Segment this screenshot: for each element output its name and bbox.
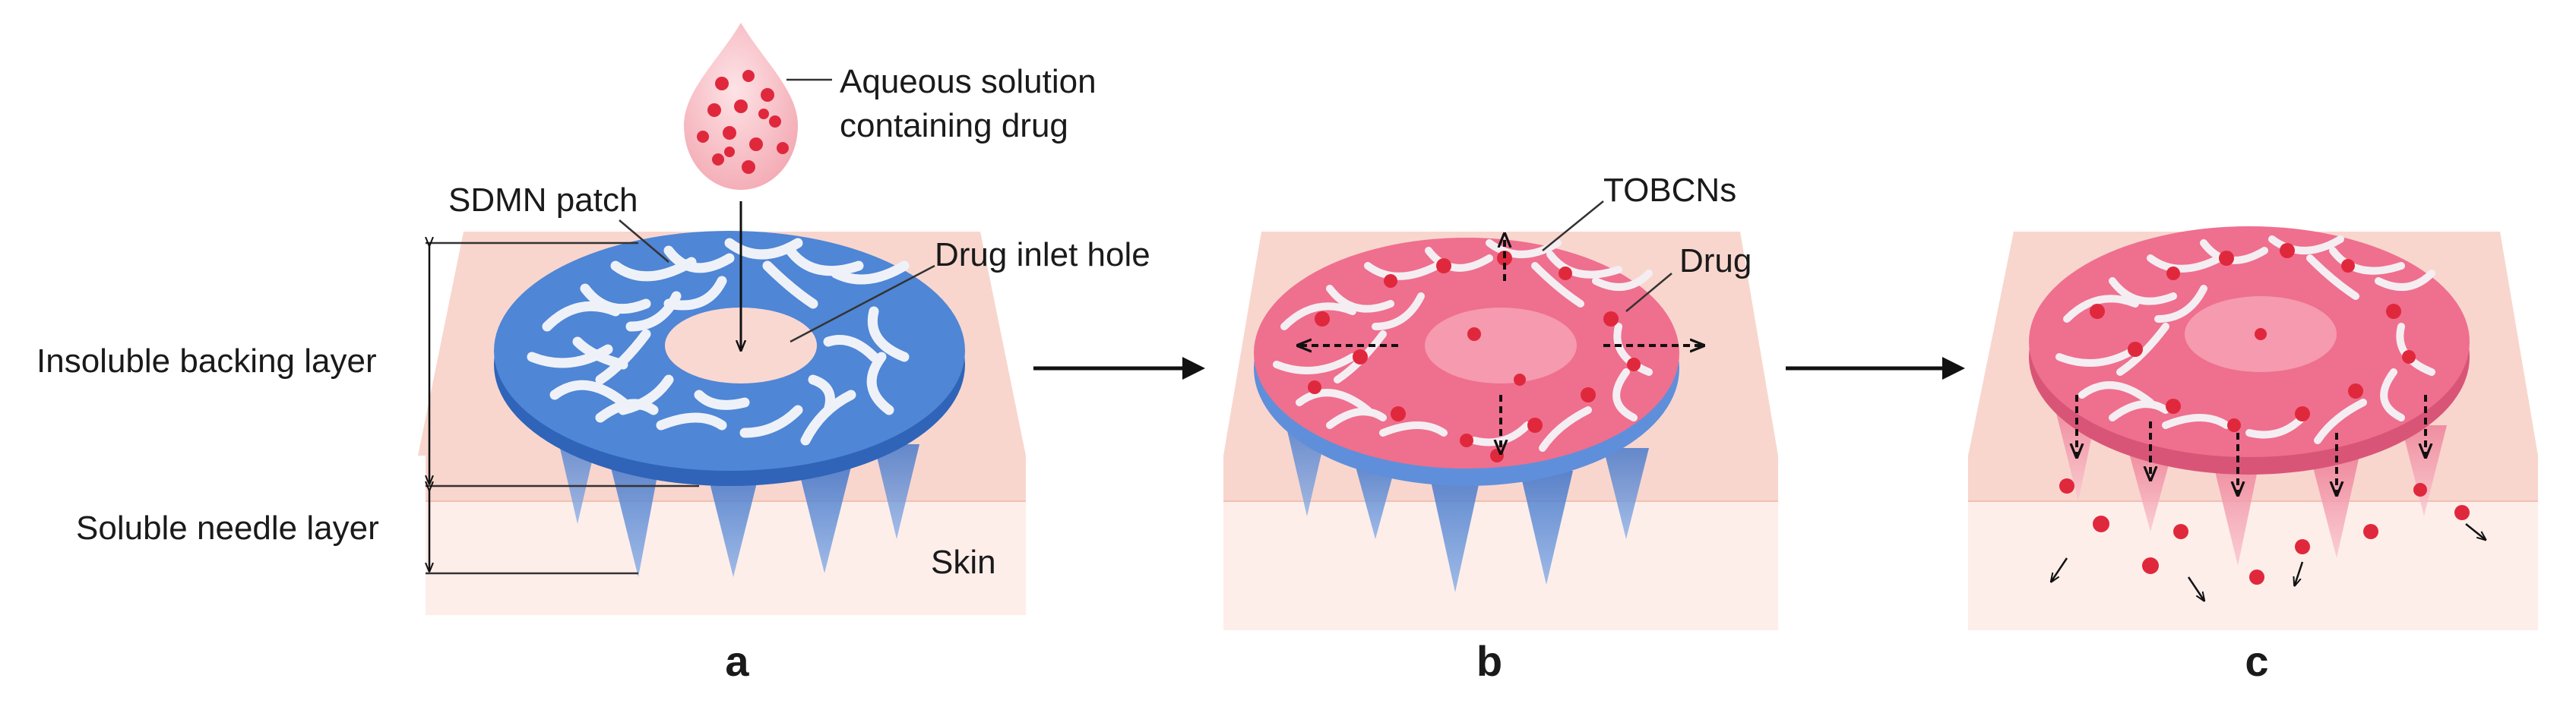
panel-label-b: b <box>1476 637 1502 685</box>
label-drug: Drug <box>1679 242 1752 279</box>
outflow-arrows-c <box>2052 523 2485 600</box>
leader-lines-a <box>426 78 935 575</box>
panel-label-c: c <box>2245 637 2268 685</box>
panel-a: Aqueous solution containing drug SDMN pa… <box>36 23 1150 685</box>
fiber-network-a <box>527 238 910 446</box>
label-aqueous-1: Aqueous solution <box>840 63 1097 100</box>
drug-dots-c <box>2059 243 2470 585</box>
drug-dots-b <box>1308 251 1641 462</box>
fiber-network-c <box>2055 235 2435 444</box>
panel-c: c <box>1968 226 2538 685</box>
label-soluble-needle-layer: Soluble needle layer <box>76 510 379 547</box>
drug-droplet <box>684 23 798 190</box>
label-drug-inlet-hole: Drug inlet hole <box>935 236 1150 273</box>
label-tobcns: TOBCNs <box>1603 172 1736 209</box>
panel-b: TOBCNs Drug b <box>1223 172 1778 685</box>
label-skin: Skin <box>931 544 996 581</box>
label-sdmn-patch: SDMN patch <box>448 181 638 219</box>
panel-label-a: a <box>725 637 749 685</box>
fiber-network-b <box>1273 239 1653 452</box>
label-aqueous-2: containing drug <box>840 107 1068 144</box>
leader-lines-b <box>1542 200 1673 312</box>
release-arrows-c <box>2077 395 2426 494</box>
backing-layer-disc-b <box>1254 238 1679 486</box>
diffusion-arrows-b <box>1299 235 1702 452</box>
label-insoluble-backing-layer: Insoluble backing layer <box>36 342 377 380</box>
